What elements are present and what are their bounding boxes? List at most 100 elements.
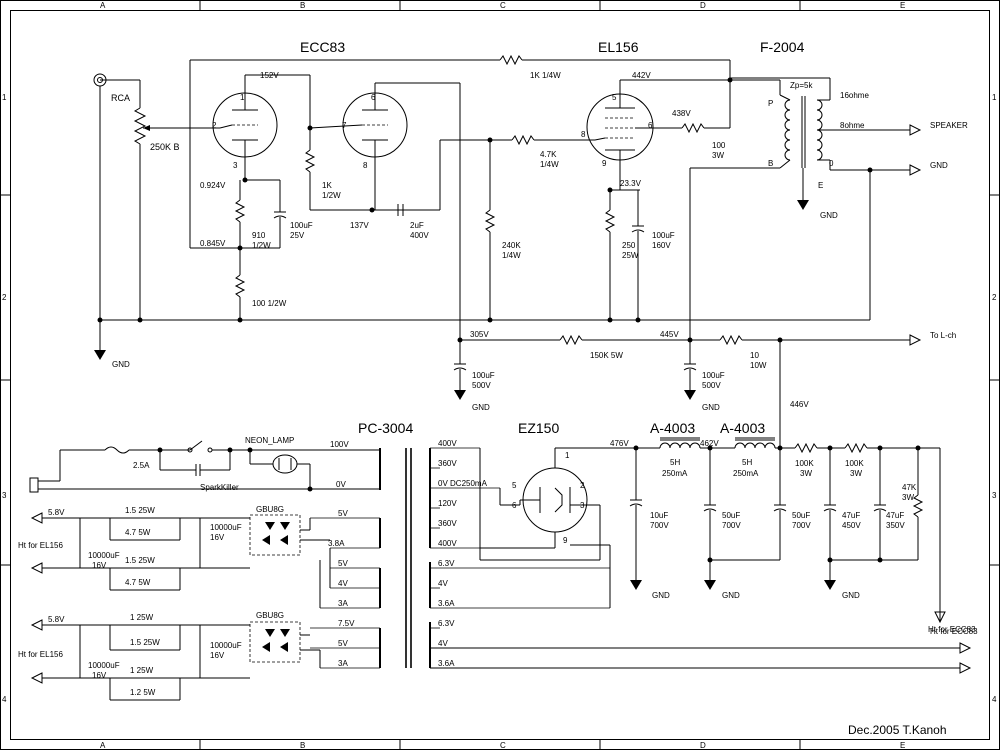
hf1-r4: 4.7 5W [125,578,151,587]
hf2-ht-label: Ht for EL156 [18,650,63,659]
ot-16ohm: 16ohme [840,91,869,100]
resistor-100-3w [681,80,731,134]
r100kb-label: 100K [845,459,864,468]
r100-label: 100 1/2W [252,299,287,308]
c50ua-label: 50uF [722,511,740,520]
ot-zero: 0 [829,159,834,168]
r250-label: 250 [622,241,636,250]
pt-primary-0v: 0V [336,480,346,489]
c2u-label: 2uF [410,221,424,230]
voltage-305v: 305V [470,330,489,339]
el156-pin-8: 8 [581,130,586,139]
ecc83-pin-7: 7 [342,121,347,130]
r910-label: 910 [252,231,266,240]
ot-gnd: GND [820,211,838,220]
r240k-watt: 1/4W [502,251,521,260]
pt-left-75v: 7.5V [338,619,355,628]
c100u-label: 100uF [290,221,313,230]
r910-watt: 1/2W [252,241,271,250]
hf2-cbig-v: 16V [210,651,225,660]
pt-heater-6v3-b: 6.3V [438,619,455,628]
choke-2 [734,437,795,449]
pt-hv-360v-a: 360V [438,459,457,468]
ecc83-title: ECC83 [300,39,345,55]
heater-filter-2 [30,619,250,701]
r1k-feedback-label: 1K 1/4W [530,71,561,80]
hf2-r2: 1.5 25W [130,638,160,647]
sparkkiller-label: SparkKiller [200,483,239,492]
power-switch[interactable] [187,440,380,453]
c10u-volt: 700V [650,521,669,530]
hf2-r3: 1 25W [130,666,154,675]
pt-hv-taps [430,447,601,561]
resistor-100k-3w-a [794,442,845,454]
capacitor-100uf-500v-a [453,340,467,400]
c100u500a-volt: 500V [472,381,491,390]
pt-heater-left-1 [309,517,380,609]
gnd-label-c1: GND [472,403,490,412]
ecc83-pin-1: 1 [240,93,245,102]
resistor-47k-3w [830,448,924,561]
col-label-c-bottom: C [500,741,506,750]
neon-lamp [249,450,311,489]
pt-title: PC-3004 [358,420,413,436]
bridge-rectifier-1 [249,514,330,556]
choke1-inductance: 5H [670,458,680,467]
voltage-438v: 438V [672,109,691,118]
pt-primary-100v: 100V [330,440,349,449]
c100u-volt: 25V [290,231,305,240]
speaker-gnd-label: GND [930,161,948,170]
voltage-0924v: 0.924V [200,181,226,190]
ez150-pin-9: 9 [563,536,568,545]
choke2-current: 250mA [733,469,759,478]
sparkkiller [159,450,231,476]
ez150-rectifier [480,447,660,549]
hf1-cbig2-v: 16V [92,561,107,570]
r100-3w-watt: 3W [712,151,724,160]
resistor-100k-3w-b [844,442,940,454]
output-transformer [689,77,910,340]
el156-pin-5: 5 [612,93,617,102]
resistor-150k-5w [559,334,720,346]
ecc83-pin-2: 2 [212,121,217,130]
hf2-r1: 1 25W [130,613,154,622]
resistor-10-10w [719,334,910,346]
r47k-label: 47K [902,483,917,492]
resistor-1k-half-watt [304,149,440,211]
pt-hv-400v-a: 400V [438,439,457,448]
c50ub-volt: 700V [792,521,811,530]
row-label-1: 1 [2,93,7,102]
voltage-0845v: 0.845V [200,239,226,248]
ot-zp: Zp=5k [790,81,813,90]
pt-heater-4v-a: 4V [438,579,448,588]
ecc83-triode-2 [309,83,408,165]
row-label-4-right: 4 [992,695,997,704]
gnd-label-c10u: GND [652,591,670,600]
volume-potentiometer [133,80,220,320]
power-transformer [379,448,431,668]
ot-title: F-2004 [760,39,805,55]
r100kb-watt: 3W [850,469,862,478]
resistor-4k7 [511,134,595,146]
ez150-pin-5: 5 [512,481,517,490]
c100u500a-label: 100uF [472,371,495,380]
col-label-e-bottom: E [900,741,905,750]
resistor-1k-feedback [499,54,523,66]
ez150-pin-3: 3 [580,501,585,510]
pot-value: 250K B [150,142,180,152]
col-label-c: C [500,1,506,10]
pt-heater-4v-b: 4V [438,639,448,648]
speaker-label: SPEAKER [930,121,968,130]
gnd-symbol-input [94,320,106,360]
r10-label: 10 [750,351,759,360]
resistor-250-25w [604,190,616,320]
hf1-cbig-v: 16V [210,533,225,542]
capacitor-47uf-450v [823,448,837,590]
ecc83-pin-8: 8 [363,161,368,170]
hf1-r3: 1.5 25W [125,556,155,565]
r150k-label: 150K 5W [590,351,623,360]
voltage-445v: 445V [660,330,679,339]
gnd-label-c2: GND [702,403,720,412]
voltage-446v: 446V [790,400,809,409]
